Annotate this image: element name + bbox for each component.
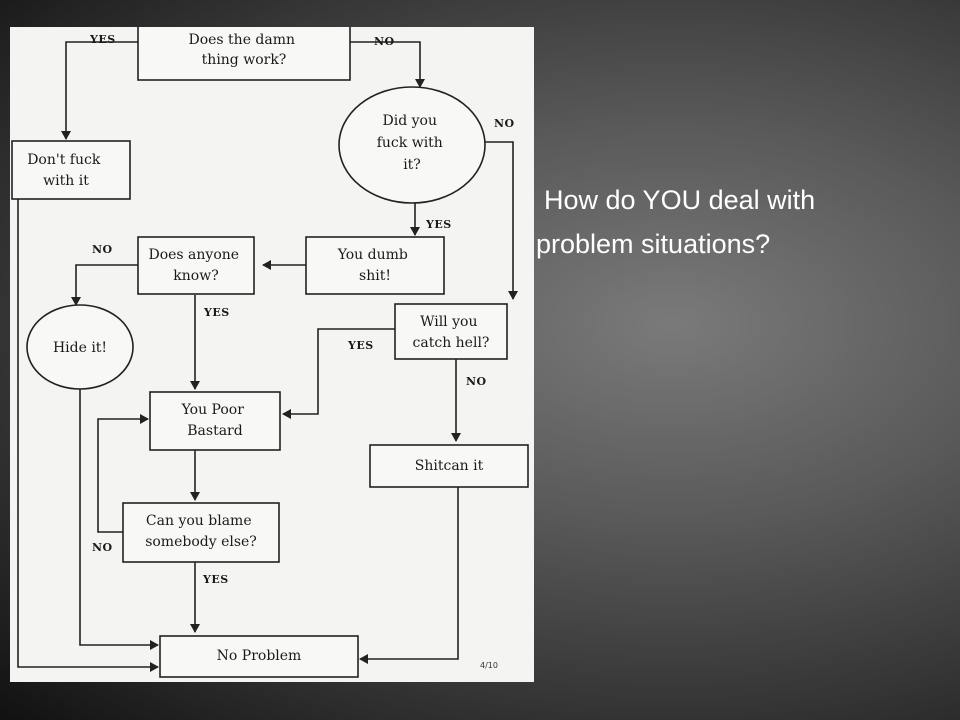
flowchart-image: Does the damn thing work? Did you fuck w… (10, 27, 534, 682)
node-hide-text: Hide it! (53, 340, 107, 356)
node-dumb-text: You dumb shit! (337, 247, 413, 284)
node-dumb-box (305, 236, 445, 295)
edge-anyone-no (71, 264, 138, 306)
node-anyone-box (137, 236, 255, 295)
node-shitcan-text: Shitcan it (415, 458, 484, 474)
node-blame-text: Can you blame somebody else? (145, 513, 257, 550)
edge-dont-noproblem (17, 199, 159, 672)
node-hide-ellipse (26, 304, 134, 390)
caption-line-1: How do YOU deal with (544, 185, 816, 215)
node-work-box (137, 27, 351, 81)
edge-hell-yes (282, 328, 395, 419)
edge-work-no (350, 41, 425, 88)
edge-shitcan-noproblem (359, 487, 459, 664)
node-fuck-ellipse (338, 86, 486, 204)
label-anyone-yes: YES (203, 306, 230, 319)
node-hell-box (394, 303, 508, 360)
node-noproblem-box (159, 635, 359, 678)
node-anyone-text: Does anyone know? (148, 247, 243, 284)
node-noproblem-text: No Problem (217, 648, 302, 664)
label-hell-no: NO (466, 375, 487, 388)
slide-caption: How do YOU deal with problem situations? (536, 178, 956, 266)
label-work-no: NO (374, 35, 395, 48)
node-poor-box (149, 391, 281, 451)
node-dont-text: Don't fuck with it (27, 152, 105, 189)
node-fuck-text: Did you fuck with it? (377, 113, 448, 173)
node-poor-text: You Poor Bastard (181, 402, 249, 439)
flowchart-diagram: Does the damn thing work? Did you fuck w… (11, 27, 529, 678)
node-work-text: Does the damn thing work? (188, 32, 299, 68)
label-anyone-no: NO (92, 243, 113, 256)
label-fuck-yes: YES (425, 218, 452, 231)
edge-blame-no (97, 414, 149, 533)
edge-fuck-no (480, 141, 518, 300)
edge-work-yes (61, 41, 138, 140)
edge-hide-noproblem (79, 389, 159, 650)
label-fuck-no: NO (494, 117, 515, 130)
label-blame-no: NO (92, 541, 113, 554)
page-number: 4/10 (480, 661, 498, 670)
label-work-yes: YES (89, 33, 116, 46)
label-hell-yes: YES (347, 339, 374, 352)
node-dont-box (11, 140, 131, 200)
node-shitcan-box (369, 444, 529, 488)
node-hell-text: Will you catch hell? (413, 314, 490, 351)
node-blame-box (122, 502, 280, 563)
label-blame-yes: YES (202, 573, 229, 586)
caption-line-2: problem situations? (536, 229, 771, 259)
